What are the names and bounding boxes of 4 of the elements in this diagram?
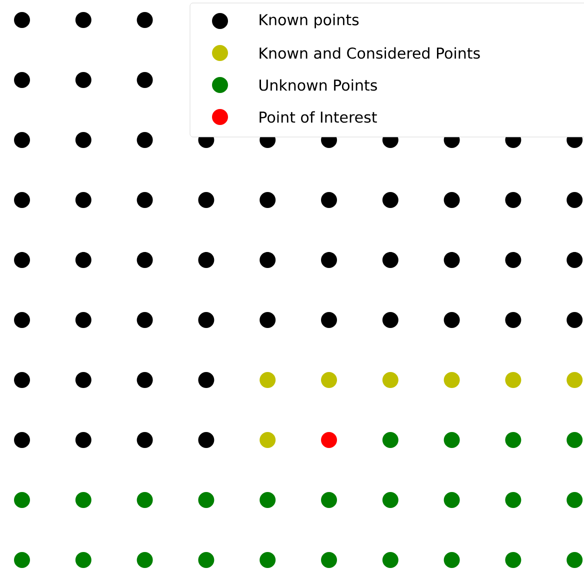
legend-label: Known and Considered Points bbox=[260, 47, 480, 59]
legend-label: Known points bbox=[260, 14, 359, 28]
legend-label: Point of Interest bbox=[260, 111, 377, 123]
legend-label: Unknown Points bbox=[260, 79, 377, 91]
